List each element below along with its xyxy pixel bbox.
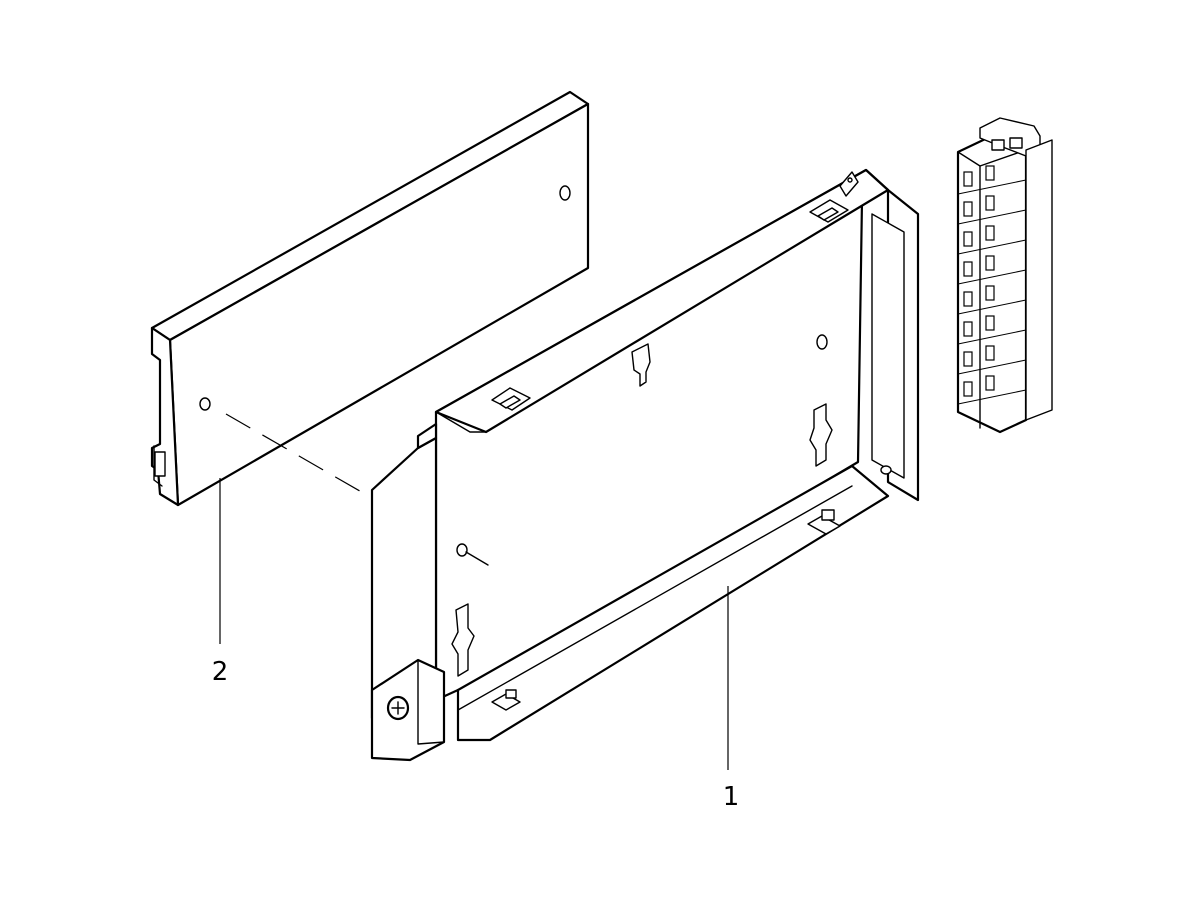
- frame-left-flange: [416, 422, 438, 450]
- terminal-slot-left: [963, 171, 973, 187]
- callout-1-label: 1: [723, 782, 740, 812]
- terminal-divider: [957, 239, 1027, 255]
- terminal-slot-left: [963, 381, 973, 397]
- terminal-slots: [957, 165, 1027, 405]
- terminal-slot-left: [963, 321, 973, 337]
- terminal-slot-right: [985, 165, 995, 181]
- cover-hole-right: [559, 185, 571, 201]
- frame-hole-upper: [816, 334, 828, 350]
- front-cover-panel: [150, 90, 590, 507]
- terminal-slot-right: [985, 345, 995, 361]
- keyhole-slot-right: [809, 403, 833, 467]
- keyhole-slot-top: [631, 343, 651, 387]
- frame-hole-left: [456, 543, 468, 557]
- callout-2-label: 2: [212, 657, 229, 687]
- terminal-slot-left: [963, 201, 973, 217]
- frame-end-hole: [880, 465, 892, 475]
- mounting-rail: [1025, 139, 1053, 421]
- terminal-slot-left: [963, 351, 973, 367]
- cover-latch: [154, 451, 166, 477]
- mounting-frame: [370, 168, 920, 762]
- terminal-slot-left: [963, 231, 973, 247]
- terminal-divider: [957, 359, 1027, 375]
- terminal-slot-left: [963, 291, 973, 307]
- terminal-slot-right: [985, 375, 995, 391]
- terminal-slot-right: [985, 195, 995, 211]
- callout-1: 1: [723, 586, 740, 812]
- frame-left-plate: [370, 436, 438, 720]
- terminal-divider: [957, 299, 1027, 315]
- terminal-slot-right: [985, 315, 995, 331]
- terminal-divider: [957, 329, 1027, 345]
- terminal-slot-right: [985, 255, 995, 271]
- terminal-tab: [839, 171, 859, 197]
- callout-2: 2: [212, 478, 229, 687]
- terminal-divider: [957, 209, 1027, 225]
- alignment-dashed-line: [225, 413, 373, 499]
- terminal-divider: [957, 269, 1027, 285]
- bottom-rail-clip-right: [807, 509, 841, 535]
- terminal-divider: [957, 389, 1027, 405]
- terminal-block: [956, 117, 1053, 434]
- terminal-slot-left: [963, 261, 973, 277]
- frame-bottom-rail: [456, 464, 890, 742]
- top-rail-clip-right: [809, 199, 849, 223]
- cover-hole-left: [199, 397, 211, 411]
- keyhole-slot-left: [451, 603, 475, 677]
- terminal-slot-right: [985, 285, 995, 301]
- terminal-slot-right: [985, 225, 995, 241]
- top-rail-clip-left: [491, 387, 531, 411]
- bottom-rail-clip-left: [491, 689, 521, 711]
- terminal-divider: [957, 179, 1027, 195]
